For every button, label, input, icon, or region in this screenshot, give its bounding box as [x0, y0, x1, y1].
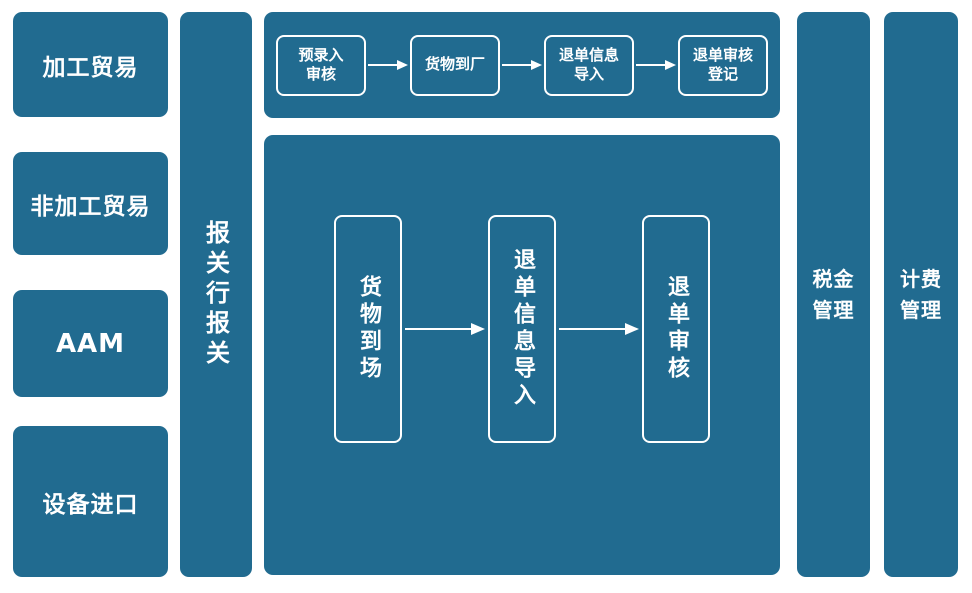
- arrow-right-icon: [402, 321, 488, 337]
- flow-node-label: 退单审核 登记: [692, 45, 753, 84]
- top-flow-panel: 预录入 审核 货物到厂 退单信息 导入 退单审核 登: [264, 12, 780, 118]
- flow-node-label: 货物到场: [356, 275, 381, 383]
- flow-node-goods-arrive-site: 货物到场: [334, 215, 402, 443]
- node-label: 非加工贸易: [30, 193, 151, 220]
- arrow-right-icon: [366, 58, 410, 72]
- node-aam: AAM: [13, 290, 168, 397]
- arrow-right-icon: [500, 58, 544, 72]
- node-label: 设备进口: [42, 491, 139, 518]
- column-billing-management: 计费 管理: [884, 12, 958, 577]
- node-label: AAM: [55, 328, 126, 359]
- node-processing-trade: 加工贸易: [13, 12, 168, 117]
- flow-node-label: 货物到厂: [424, 55, 485, 74]
- flow-node-pre-entry-review: 预录入 审核: [276, 34, 366, 96]
- column-label: 报关行报关: [201, 219, 230, 370]
- node-non-processing-trade: 非加工贸易: [13, 152, 168, 255]
- flow-node-label: 退单信息 导入: [558, 45, 619, 84]
- flow-node-label: 预录入 审核: [298, 45, 344, 84]
- node-label: 加工贸易: [42, 54, 139, 81]
- flow-node-return-review-register: 退单审核 登记: [678, 34, 768, 96]
- node-equipment-import: 设备进口: [13, 426, 168, 577]
- column-customs-broker-declaration: 报关行报关: [180, 12, 252, 577]
- arrow-right-icon: [556, 321, 642, 337]
- flow-node-label: 退单审核: [664, 275, 689, 383]
- flow-node-return-review: 退单审核: [642, 215, 710, 443]
- arrow-right-icon: [634, 58, 678, 72]
- column-label: 计费 管理: [900, 266, 942, 322]
- column-label: 税金 管理: [812, 266, 855, 322]
- main-flow-panel: 货物到场 退单信息导入 退单审核: [264, 135, 780, 575]
- column-tax-management: 税金 管理: [797, 12, 870, 577]
- flow-node-return-info-import: 退单信息 导入: [544, 34, 634, 96]
- flow-node-goods-arrive-factory: 货物到厂: [410, 34, 500, 96]
- flow-node-return-info-import: 退单信息导入: [488, 215, 556, 443]
- flow-node-label: 退单信息导入: [510, 248, 535, 410]
